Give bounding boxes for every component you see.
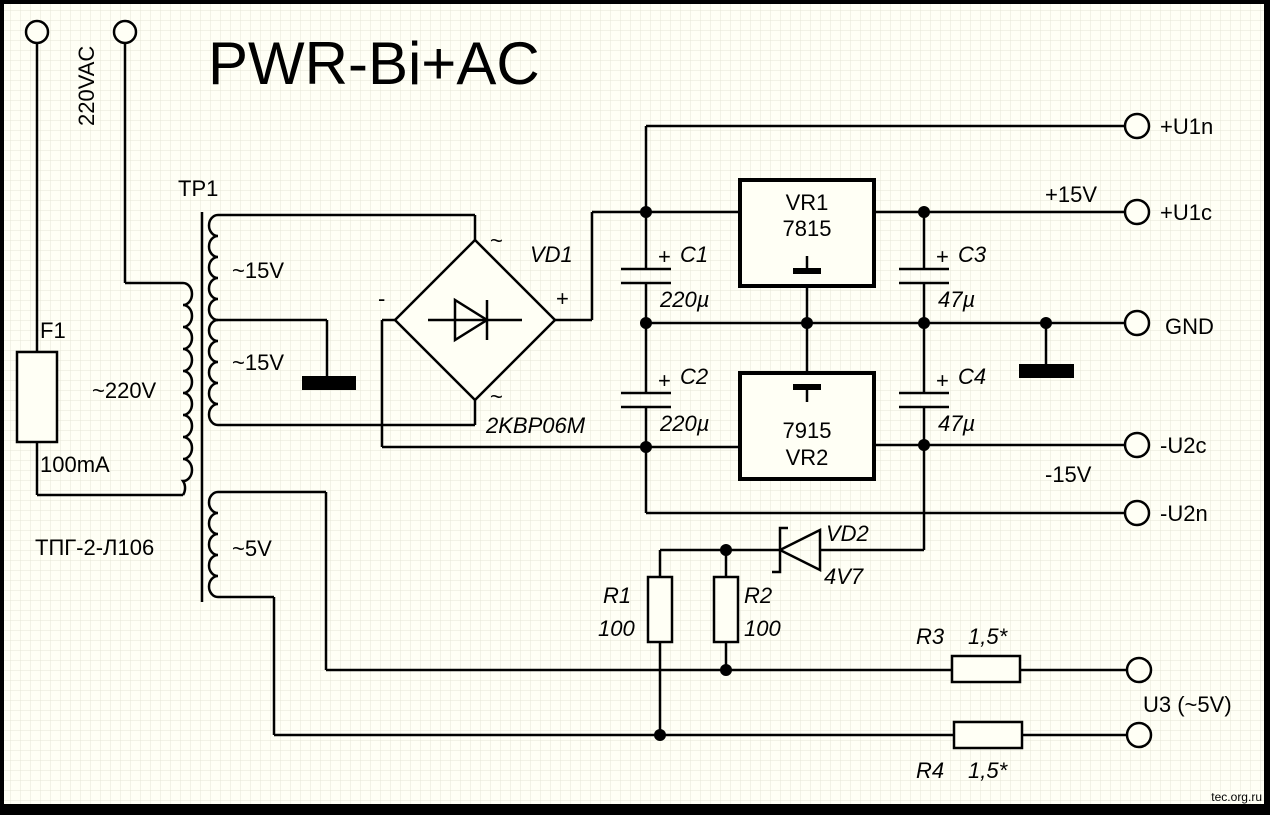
label-minus15v: -15V <box>1045 462 1092 487</box>
mains-terminal-1[interactable] <box>24 19 50 45</box>
vr1-ref: VR1 <box>786 190 829 215</box>
transformer-tp1: TP1 ~220V ~15V ~15V ~5V ТПГ-2-Л106 <box>35 176 284 602</box>
fuse-rating: 100mA <box>40 452 110 477</box>
vr1-part: 7815 <box>783 216 832 241</box>
capacitor-c4: + C4 47µ <box>899 323 986 445</box>
terminal-gnd[interactable] <box>1123 309 1151 337</box>
mains-terminal-2[interactable] <box>112 19 138 45</box>
terminal-u1c[interactable] <box>1123 198 1151 226</box>
c3-value: 47µ <box>938 287 975 312</box>
output-terminals: +U1n +U1c GND -U2c -U2n U3 (~5V) +15V -1… <box>1045 112 1232 749</box>
fuse-ref: F1 <box>40 318 66 343</box>
transformer-sec1-label: ~15V <box>232 258 284 283</box>
terminal-u2n[interactable] <box>1123 499 1151 527</box>
schematic-title: PWR-Bi+AC <box>208 30 540 97</box>
label-gnd: GND <box>1165 314 1214 339</box>
label-u1c: +U1c <box>1160 200 1212 225</box>
label-u3: U3 (~5V) <box>1143 692 1232 717</box>
mains-label: 220VAC <box>74 46 99 126</box>
c4-value: 47µ <box>938 411 975 436</box>
regulated-rails <box>874 210 1125 550</box>
capacitor-c3: + C3 47µ <box>899 212 987 323</box>
r1-value: 100 <box>598 616 635 641</box>
c4-plus: + <box>936 368 949 393</box>
resistor-r2: R2 100 <box>712 550 781 670</box>
ground-symbol-2 <box>1019 364 1074 378</box>
terminal-u2c[interactable] <box>1123 431 1151 459</box>
bridge-ac-label-2: ~ <box>490 384 503 409</box>
resistor-r4: R4 1,5* <box>916 720 1127 783</box>
c2-ref: C2 <box>680 364 708 389</box>
c3-plus: + <box>936 244 949 269</box>
bridge-ref: VD1 <box>530 242 573 267</box>
c3-ref: C3 <box>958 242 987 267</box>
terminal-u1n[interactable] <box>1123 112 1151 140</box>
vd2-ref: VD2 <box>826 521 869 546</box>
bridge-ac-label-1: ~ <box>490 228 503 253</box>
r3-ref: R3 <box>916 624 945 649</box>
c1-ref: C1 <box>680 242 708 267</box>
regulator-vr1: VR1 7815 <box>738 178 876 288</box>
watermark: tec.org.ru <box>1211 790 1262 804</box>
c2-plus: + <box>658 368 671 393</box>
r3-value: 1,5* <box>968 624 1009 649</box>
terminal-u3-a[interactable] <box>1125 656 1153 684</box>
raw-rails <box>644 124 1125 515</box>
label-u2c: -U2c <box>1160 433 1206 458</box>
fuse-f1: F1 100mA <box>15 318 110 477</box>
mains-input: 220VAC <box>24 19 183 497</box>
label-u2n: -U2n <box>1160 501 1208 526</box>
r1-ref: R1 <box>603 583 631 608</box>
label-u1n: +U1n <box>1160 114 1213 139</box>
bridge-vd1: ~ ~ - + VD1 2KBP06M <box>378 210 740 449</box>
resistor-r1: R1 100 <box>598 550 674 735</box>
transformer-sec2-label: ~15V <box>232 350 284 375</box>
regulator-vr2: 7915 VR2 <box>738 371 876 481</box>
secondary-wiring <box>218 213 954 737</box>
vd2-value: 4V7 <box>824 564 864 589</box>
bridge-minus-label: - <box>378 286 385 311</box>
vr2-ref: VR2 <box>786 445 829 470</box>
transformer-primary-label: ~220V <box>92 378 157 403</box>
transformer-type: ТПГ-2-Л106 <box>35 535 154 560</box>
capacitor-c2: + C2 220µ <box>621 323 709 447</box>
transformer-ref: TP1 <box>178 176 218 201</box>
resistor-r3: R3 1,5* <box>916 624 1127 684</box>
c1-value: 220µ <box>659 287 709 312</box>
bridge-part: 2KBP06M <box>485 413 586 438</box>
bridge-plus-label: + <box>556 286 569 311</box>
ground-symbol-1 <box>302 376 356 390</box>
c2-value: 220µ <box>659 411 709 436</box>
r4-ref: R4 <box>916 758 944 783</box>
capacitor-c1: + C1 220µ <box>621 212 709 323</box>
c4-ref: C4 <box>958 364 986 389</box>
r2-ref: R2 <box>744 583 772 608</box>
transformer-sec3-label: ~5V <box>232 536 272 561</box>
label-plus15v: +15V <box>1045 182 1097 207</box>
r2-value: 100 <box>744 616 781 641</box>
junction-dots <box>640 206 1052 741</box>
vr2-part: 7915 <box>783 418 832 443</box>
zener-vd2: VD2 4V7 <box>660 521 924 589</box>
terminal-u3-b[interactable] <box>1125 721 1153 749</box>
c1-plus: + <box>658 244 671 269</box>
r4-value: 1,5* <box>968 758 1009 783</box>
